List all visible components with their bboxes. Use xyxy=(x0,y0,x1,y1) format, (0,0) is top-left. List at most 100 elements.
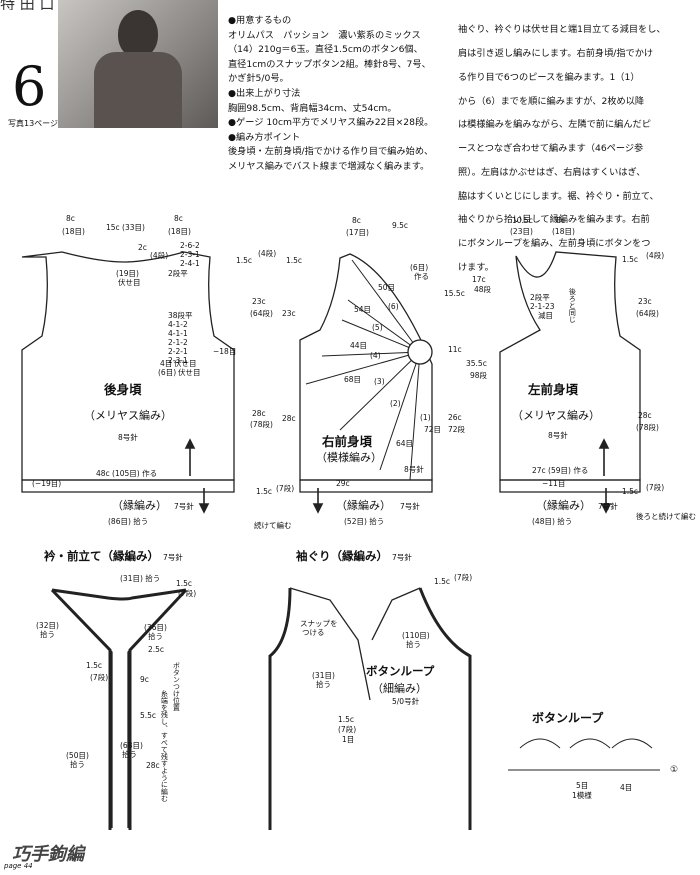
collar-label-2: 1.5c xyxy=(176,579,193,588)
lf-band-needle: 7号針 xyxy=(598,502,618,511)
photo-caption: 写真13ページ xyxy=(8,119,59,128)
instructions-line: ースとつなぎ合わせて編みます（46ページ参 xyxy=(458,143,644,155)
collar-label-14: 拾う xyxy=(70,760,85,769)
instructions-line: は模様編みを編みながら、左隣で前に編んだピ xyxy=(458,119,651,131)
back-needle: 8号針 xyxy=(118,433,138,442)
lf-stitch: （メリヤス編み） xyxy=(512,409,600,422)
back-shoulder-2: (4段) xyxy=(150,251,169,260)
armhole-label-1: 1.5c xyxy=(434,577,451,586)
rf-piece-6: (6) xyxy=(388,302,399,311)
rf-pickup: (52目) 拾う xyxy=(344,517,385,526)
lf-pickup: (48目) 拾う xyxy=(532,517,573,526)
collar-vertical-2: 糸端を残し、すべて残すように編む xyxy=(160,690,169,802)
back-band-needle: 7号針 xyxy=(174,502,194,511)
lf-minus11: −11目 xyxy=(542,479,566,488)
back-neck-2: 伏せ目 xyxy=(118,278,141,287)
armhole-label-4: 拾う xyxy=(406,640,421,649)
rf-side-4: 11c xyxy=(448,345,462,354)
rf-dim-top-2: 9.5c xyxy=(392,221,409,230)
materials-line: 後身頃・左前身頃/指でかける作り目で編み始め、 xyxy=(228,146,434,158)
rf-piece-4: 54目 xyxy=(354,305,372,314)
instructions-line: 袖ぐり、衿ぐりは伏せ目と端1目立てる減目をし、 xyxy=(458,24,666,36)
armhole-label-11: 1目 xyxy=(342,735,355,744)
button-loop-chart xyxy=(508,738,660,771)
lf-side-1: 1.5c xyxy=(622,255,639,264)
lf-dim-top-1: 10.5c xyxy=(512,216,533,225)
back-side-5: (64段) xyxy=(250,309,273,318)
materials-line: オリムパス パッション 濃い紫系のミックス xyxy=(228,29,421,41)
collar-label-3: (7段) xyxy=(178,589,197,598)
back-minus19: (−19目) xyxy=(32,479,62,488)
armhole-label-9: 1.5c xyxy=(338,715,355,724)
back-shoulder-3: 2-6-2 xyxy=(180,241,200,250)
materials-line: メリヤス編みでバスト線まで増減なく編みます。 xyxy=(228,160,430,172)
rf-side-1: 17c xyxy=(472,275,486,284)
instructions-line: 照）。左肩はかぶせはぎ、右肩はすくいはぎ、 xyxy=(458,166,646,178)
back-armhole-6: 2-2-1 xyxy=(168,347,188,356)
rf-side-2: 48段 xyxy=(474,285,492,294)
armhole-label-2: (7段) xyxy=(454,573,473,582)
instructions-line: 袖ぐりから拾い目して縁編みを編みます。右前 xyxy=(458,214,650,226)
collar-label-11: 9c xyxy=(140,675,149,684)
materials-line: かぎ針5/0号。 xyxy=(228,73,289,85)
collar-label-15: (68目) xyxy=(120,741,143,750)
back-armhole-9: 伏せ目 xyxy=(174,359,197,368)
back-minus18: −18目 xyxy=(213,347,237,356)
collar-label-1: (31目) 拾う xyxy=(120,574,161,583)
armhole-label-3: (110目) xyxy=(402,631,430,640)
right-front-band xyxy=(299,479,433,493)
lf-dim-top-2: 8c xyxy=(556,216,565,225)
rf-name: 右前身頃 xyxy=(322,434,373,449)
back-neck-1: (19目) xyxy=(116,269,139,278)
rf-piece-1: (6目) xyxy=(410,263,429,272)
rf-stitch: （模様編み） xyxy=(316,451,382,464)
rf-piece-14: 64目 xyxy=(396,439,414,448)
lf-shoulder-3: 減目 xyxy=(538,311,553,320)
back-side-11: (7段) xyxy=(276,484,295,493)
lf-shoulder-1: 2段平 xyxy=(530,293,550,302)
lf-dim-sub-2: (18目) xyxy=(552,227,575,236)
collar-label-16: 拾う xyxy=(122,750,137,759)
materials-line: 直径1cmのスナップボタン2組。棒針8号、7号、 xyxy=(228,58,431,70)
rf-piece-8: (4) xyxy=(370,351,381,360)
collar-label-12: 5.5c xyxy=(140,711,157,720)
rf-piece-13: 72目 xyxy=(424,425,442,434)
rf-piece-2: 作る xyxy=(414,272,429,281)
instructions-line: けます。 xyxy=(458,262,494,273)
rf-piece-3: 50目 xyxy=(378,283,396,292)
instructions-text: 袖ぐり、衿ぐりは伏せ目と端1目立てる減目をし、肩は引き返し編みにします。右前身頃… xyxy=(458,14,694,285)
armhole-label-6: つける xyxy=(302,628,325,637)
rf-piece-15: 8号針 xyxy=(404,465,424,474)
armhole-title: 袖ぐり（縁編み） 7号針 xyxy=(296,548,412,564)
collar-label-17: 28c xyxy=(146,761,160,770)
collar-needle: 7号針 xyxy=(163,553,183,562)
collar-inner xyxy=(61,599,177,828)
materials-line: ●用意するもの xyxy=(228,15,292,26)
armhole-label-7: (31目) xyxy=(312,671,335,680)
back-armhole-7: 2-3-1 xyxy=(168,356,188,365)
site-logo: 巧手鉤編 xyxy=(12,844,84,865)
loop-title-inline: ボタンループ xyxy=(366,664,435,678)
back-shoulder-4: 2-3-1 xyxy=(180,250,200,259)
back-side-2: (4段) xyxy=(258,249,277,258)
back-armhole-11: 伏せ目 xyxy=(178,368,201,377)
rf-side-3: 15.5c xyxy=(444,289,465,298)
back-dim-sub-2: (18目) xyxy=(168,227,191,236)
rf-note: 続けて編む xyxy=(254,521,292,530)
lf-side-6: (78段) xyxy=(636,423,659,432)
button-loop-label-4: 4目 xyxy=(620,783,633,792)
rf-side-7: 26c xyxy=(448,413,462,422)
back-armhole-8: 4目 xyxy=(160,359,173,368)
back-dim-sub-1: (18目) xyxy=(62,227,85,236)
back-hem-width: 48c (105目) 作る xyxy=(96,469,158,478)
collar-label-4: (32目) xyxy=(36,621,59,630)
armhole-title-text: 袖ぐり xyxy=(296,549,331,563)
lf-needle: 8号針 xyxy=(548,431,568,440)
back-pickup: (86目) 拾う xyxy=(108,517,149,526)
back-side-7: 28c xyxy=(252,409,266,418)
lf-band-label: （縁編み） xyxy=(536,499,591,512)
lf-side-5: 28c xyxy=(638,411,652,420)
lf-back-note: 後ろと同じ xyxy=(568,288,577,323)
collar-label-13: (50目) xyxy=(66,751,89,760)
materials-line: 胸囲98.5cm、背肩幅34cm、丈54cm。 xyxy=(228,102,397,114)
